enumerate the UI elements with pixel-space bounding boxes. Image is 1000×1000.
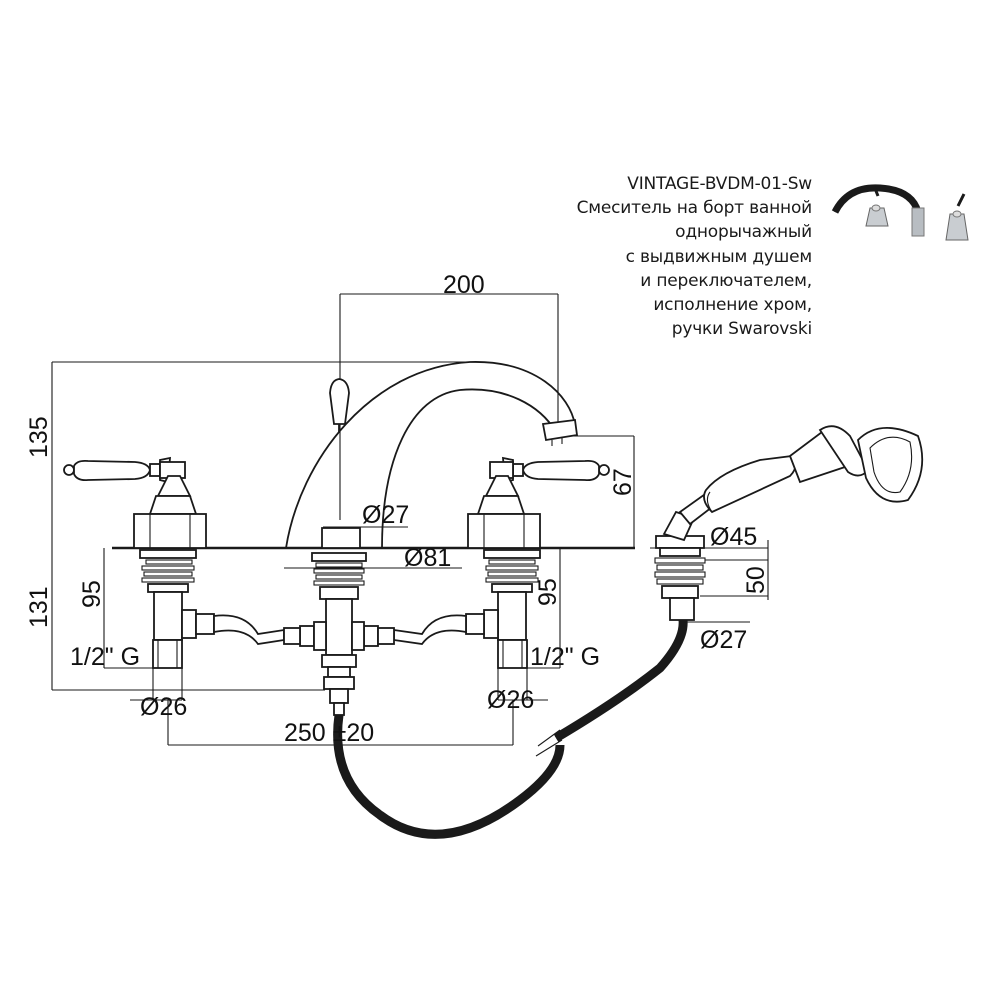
description-line: с выдвижным душем: [625, 246, 813, 267]
dim-spout-reach: 200: [443, 271, 485, 299]
connecting-hoses: [181, 609, 499, 645]
dim-thread-right: 1/2" G: [530, 643, 600, 671]
dimension-labels: 200 135 131 67 Ø27 Ø81 Ø45 50 Ø27 95 95 …: [25, 271, 770, 747]
dim-valve-shank-right: 95: [534, 578, 562, 606]
dim-thread-left: 1/2" G: [70, 643, 140, 671]
description-line: ручки Swarovski: [671, 319, 812, 340]
shower-hose: [333, 619, 688, 839]
dim-valve-shank-diameter-left: Ø26: [140, 693, 187, 721]
dim-valve-shank-left: 95: [78, 580, 106, 608]
product-thumbnail: [831, 184, 969, 241]
spout: [285, 361, 579, 549]
dim-shower-holder-height: 50: [742, 566, 770, 594]
left-valve-body: [139, 549, 197, 669]
description-line: однорычажный: [675, 222, 812, 243]
description-line: исполнение хром,: [653, 295, 812, 316]
dim-height-below-deck: 131: [25, 586, 53, 628]
right-valve-body: [483, 549, 541, 669]
shower-holder: [654, 535, 706, 621]
dim-spout-outlet-height: 67: [609, 468, 637, 496]
left-valve-handle: [63, 456, 207, 549]
hand-shower: [662, 425, 924, 542]
description-line: Смеситель на борт ванной: [576, 198, 813, 219]
dim-spout-base-diameter: Ø27: [362, 501, 409, 529]
dim-flange-diameter: Ø81: [404, 544, 451, 572]
description-line: и переключателем,: [640, 270, 812, 291]
dim-height-above-deck: 135: [25, 416, 53, 458]
dim-valve-spacing: 250 ±20: [284, 719, 374, 747]
dimension-lines: [51, 293, 769, 746]
product-caption: VINTAGE-BVDM-01-Sw Смеситель на борт ван…: [576, 172, 813, 341]
dim-valve-shank-diameter-right: Ø26: [487, 686, 534, 714]
dim-shower-holder-diameter: Ø45: [710, 523, 757, 551]
product-model: VINTAGE-BVDM-01-Sw: [627, 174, 812, 194]
dim-shower-shank-diameter: Ø27: [700, 626, 747, 654]
diverter-body: [299, 552, 379, 716]
right-valve-handle: [467, 456, 610, 549]
